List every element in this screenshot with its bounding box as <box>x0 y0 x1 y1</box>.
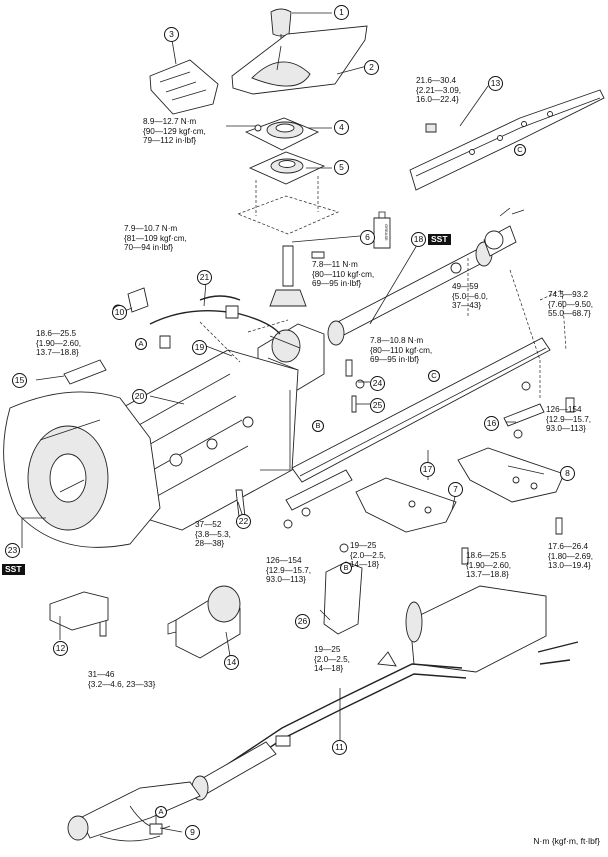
callout-10: 10 <box>112 305 127 320</box>
tag-a-exhaust: A <box>155 806 167 818</box>
torque-spec-insulator-nut: 8.9—12.7 N·m {90—129 kgf·cm, 79—112 in·l… <box>143 117 206 146</box>
grease-label: GREASE <box>384 224 389 241</box>
torque-spec-bracket-8: 17.6—26.4 {1.80—2.69, 13.0—19.4} <box>548 542 594 571</box>
mount-brackets <box>355 403 565 533</box>
callout-18: 18 <box>411 232 426 247</box>
torque-spec-housing-bolt: 7.8—10.8 N·m {80—110 kgf·cm, 69—95 in·lb… <box>370 336 433 365</box>
tag-c-crossmember: C <box>514 144 526 156</box>
units-footnote: N·m {kgf·m, ft·lbf} <box>533 836 600 846</box>
torque-spec-sensor-bracket: 7.9—10.7 N·m {81—109 kgf·cm, 70—94 in·lb… <box>124 224 187 253</box>
callout-9: 9 <box>185 825 200 840</box>
tag-a-sensor: A <box>135 338 147 350</box>
callout-8: 8 <box>560 466 575 481</box>
torque-spec-case-bolt: 37—52 {3.8—5.3, 28—38} <box>195 520 231 549</box>
torque-spec-frame-right: 126—154 {12.9—15.7, 93.0—113} <box>546 405 592 434</box>
callout-6: 6 <box>360 230 375 245</box>
shift-boot <box>231 25 368 95</box>
callout-16: 16 <box>484 416 499 431</box>
starter-motor <box>167 585 241 659</box>
wire-harness <box>149 295 281 349</box>
torque-spec-bracket-7: 18.6—25.5 {1.90—2.60, 13.7—18.8} <box>466 551 512 580</box>
callout-12: 12 <box>53 641 68 656</box>
callout-21: 21 <box>197 270 212 285</box>
tag-b-shield: B <box>340 562 352 574</box>
tag-c-frame: C <box>428 370 440 382</box>
callout-11: 11 <box>332 740 347 755</box>
torque-spec-frame-left: 126—154 {12.9—15.7, 93.0—113} <box>266 556 312 585</box>
crossmember-upper <box>409 89 605 191</box>
leader-lines <box>21 12 545 833</box>
callout-7: 7 <box>448 482 463 497</box>
sst-badge-housing: SST <box>2 564 25 575</box>
tag-b-case: B <box>312 420 324 432</box>
shift-lever-tube <box>269 211 391 307</box>
clutch-housing <box>3 391 161 548</box>
torque-spec-mount: 31—46 {3.2—4.6, 23—33} <box>88 670 156 689</box>
engine-mount <box>49 591 109 631</box>
torque-spec-lever-bolt: 7.8—11 N·m {80—110 kgf·cm, 69—95 in·lbf} <box>312 260 375 289</box>
torque-spec-crossmember-bolt: 21.6—30.4 {2.21—3.09, 16.0—22.4} <box>416 76 462 105</box>
callout-24: 24 <box>370 376 385 391</box>
o2-sensor <box>149 810 163 835</box>
callout-25: 25 <box>370 398 385 413</box>
propeller-shaft <box>327 207 525 346</box>
insulator-plates <box>237 117 340 235</box>
torque-spec-shield-top: 19—25 {2.0—2.5, 14—18} <box>350 541 386 570</box>
callout-22: 22 <box>236 514 251 529</box>
callout-17: 17 <box>420 462 435 477</box>
transmission-case <box>111 319 299 531</box>
lever-bracket <box>149 59 219 115</box>
callout-19: 19 <box>192 340 207 355</box>
callout-20: 20 <box>132 389 147 404</box>
callout-23: 23 <box>5 543 20 558</box>
callout-2: 2 <box>364 60 379 75</box>
frame-rail <box>285 258 567 511</box>
callout-13: 13 <box>488 76 503 91</box>
torque-spec-switch: 18.6—25.5 {1.90—2.60, 13.7—18.8} <box>36 329 82 358</box>
callout-14: 14 <box>224 655 239 670</box>
callout-1: 1 <box>334 5 349 20</box>
callout-15: 15 <box>12 373 27 388</box>
torque-spec-shield-bottom: 19—25 {2.0—2.5, 14—18} <box>314 645 350 674</box>
callout-26: 26 <box>295 614 310 629</box>
torque-spec-center-bearing: 49—59 {5.0—6.0, 37—43} <box>452 282 488 311</box>
callout-4: 4 <box>334 120 349 135</box>
sst-badge-propshaft: SST <box>428 234 451 245</box>
callout-5: 5 <box>334 160 349 175</box>
callout-3: 3 <box>164 27 179 42</box>
torque-spec-rear-flange: 74.5—93.2 {7.60—9.50, 55.0—68.7} <box>548 290 594 319</box>
exhaust-system <box>67 585 579 842</box>
